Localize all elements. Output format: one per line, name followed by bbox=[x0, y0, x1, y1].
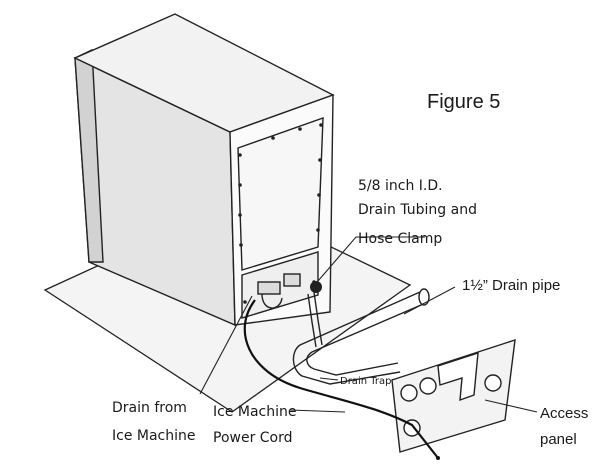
drain-tubing bbox=[313, 291, 323, 346]
leader-drain-from bbox=[199, 295, 253, 395]
label-drain-tubing-line3: Hose Clamp bbox=[358, 231, 442, 247]
access-panel bbox=[391, 338, 516, 453]
label-drain-tubing-line2: Drain Tubing and bbox=[358, 202, 477, 218]
ice-machine-cabinet bbox=[73, 13, 335, 327]
access-panel-hole-2 bbox=[419, 377, 437, 395]
label-drain-pipe: 1½” Drain pipe bbox=[462, 277, 560, 294]
label-access-panel-line1: Access bbox=[540, 405, 588, 422]
leader-drain-pipe bbox=[403, 286, 456, 315]
label-power-cord-line2: Power Cord bbox=[213, 430, 293, 446]
leader-power-cord bbox=[289, 409, 346, 413]
label-drain-from-line2: Ice Machine bbox=[112, 428, 196, 444]
drain-pipe-wall-outer bbox=[292, 291, 421, 385]
leader-access-panel bbox=[484, 399, 538, 413]
power-cord-end bbox=[436, 456, 440, 460]
drain-pipe-opening bbox=[418, 288, 430, 306]
label-access-panel-line2: panel bbox=[540, 431, 577, 448]
leader-drain-trap bbox=[319, 377, 339, 381]
power-cord bbox=[243, 299, 439, 459]
figure-title: Figure 5 bbox=[427, 91, 500, 113]
label-drain-trap: Drain Trap bbox=[340, 376, 391, 387]
drain-fitting bbox=[257, 273, 301, 309]
label-drain-tubing-line1: 5/8 inch I.D. bbox=[358, 178, 443, 194]
hose-clamp bbox=[310, 281, 322, 293]
access-panel-notch bbox=[437, 352, 479, 402]
access-panel-plate bbox=[391, 338, 516, 453]
leader-drain-tubing bbox=[317, 236, 425, 282]
back-panel-inset bbox=[237, 116, 324, 271]
access-panel-hole-4 bbox=[484, 374, 502, 392]
panel-screws bbox=[238, 123, 323, 304]
drain-pipe-wall-inner bbox=[306, 301, 429, 376]
label-drain-from-line1: Drain from bbox=[112, 400, 187, 416]
access-panel-hole-1 bbox=[400, 384, 418, 402]
label-power-cord-line1: Ice Machine bbox=[213, 404, 297, 420]
leader-lines bbox=[199, 236, 538, 413]
drain-pipe-assembly bbox=[292, 288, 430, 385]
